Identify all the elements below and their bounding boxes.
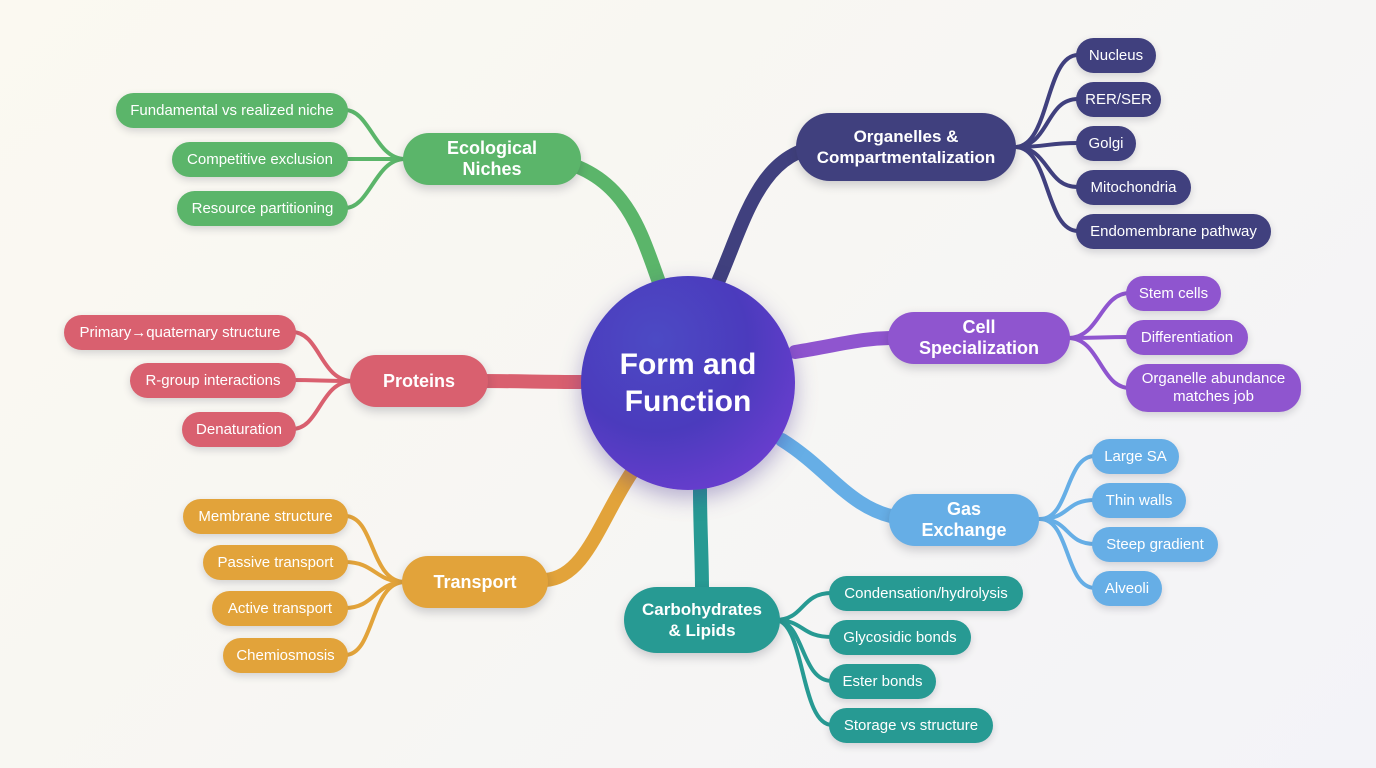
branch-cell-specialization[interactable]: Cell Specialization (888, 312, 1070, 364)
leaf-large-sa[interactable]: Large SA (1092, 439, 1179, 474)
trunk-proteins (473, 374, 589, 389)
leaf-condensation-hydrolysis[interactable]: Condensation/hydrolysis (829, 576, 1023, 611)
branch-gas-exchange[interactable]: Gas Exchange (889, 494, 1039, 546)
trunk-gas (775, 433, 907, 525)
leaf-nucleus[interactable]: Nucleus (1076, 38, 1156, 73)
leaf-r-group-interactions[interactable]: R-group interactions (130, 363, 296, 398)
trunk-specialization (788, 331, 902, 359)
central-topic[interactable]: Form and Function (581, 276, 795, 490)
leaf-golgi[interactable]: Golgi (1076, 126, 1136, 161)
branch-proteins[interactable]: Proteins (350, 355, 488, 407)
leaf-primary-quaternary[interactable]: Primary→quaternary structure (64, 315, 296, 350)
leaf-active-transport[interactable]: Active transport (212, 591, 348, 626)
leaf-glycosidic-bonds[interactable]: Glycosidic bonds (829, 620, 971, 655)
branch-carbohydrates-lipids[interactable]: Carbohydrates & Lipids (624, 587, 780, 653)
leaf-chemiosmosis[interactable]: Chemiosmosis (223, 638, 348, 673)
trunk-transport (538, 465, 639, 587)
leaf-organelle-abundance[interactable]: Organelle abundance matches job (1126, 364, 1301, 412)
leaf-ester-bonds[interactable]: Ester bonds (829, 664, 936, 699)
leaf-stem-cells[interactable]: Stem cells (1126, 276, 1221, 311)
leaf-competitive-exclusion[interactable]: Competitive exclusion (172, 142, 348, 177)
leaf-denaturation[interactable]: Denaturation (182, 412, 296, 447)
leaf-differentiation[interactable]: Differentiation (1126, 320, 1248, 355)
leaf-thin-walls[interactable]: Thin walls (1092, 483, 1186, 518)
leaf-steep-gradient[interactable]: Steep gradient (1092, 527, 1218, 562)
leaf-resource-partitioning[interactable]: Resource partitioning (177, 191, 348, 226)
leaf-alveoli[interactable]: Alveoli (1092, 571, 1162, 606)
leaf-rer-ser[interactable]: RER/SER (1076, 82, 1161, 117)
leaf-passive-transport[interactable]: Passive transport (203, 545, 348, 580)
leaf-endomembrane-pathway[interactable]: Endomembrane pathway (1076, 214, 1271, 249)
leaf-fundamental-niche[interactable]: Fundamental vs realized niche (116, 93, 348, 128)
branch-ecological-niches[interactable]: Ecological Niches (403, 133, 581, 185)
branch-transport[interactable]: Transport (402, 556, 548, 608)
leaf-membrane-structure[interactable]: Membrane structure (183, 499, 348, 534)
trunk-carbs (693, 483, 709, 597)
branch-organelles[interactable]: Organelles & Compartmentalization (796, 113, 1016, 181)
leaf-mitochondria[interactable]: Mitochondria (1076, 170, 1191, 205)
leaf-storage-vs-structure[interactable]: Storage vs structure (829, 708, 993, 743)
